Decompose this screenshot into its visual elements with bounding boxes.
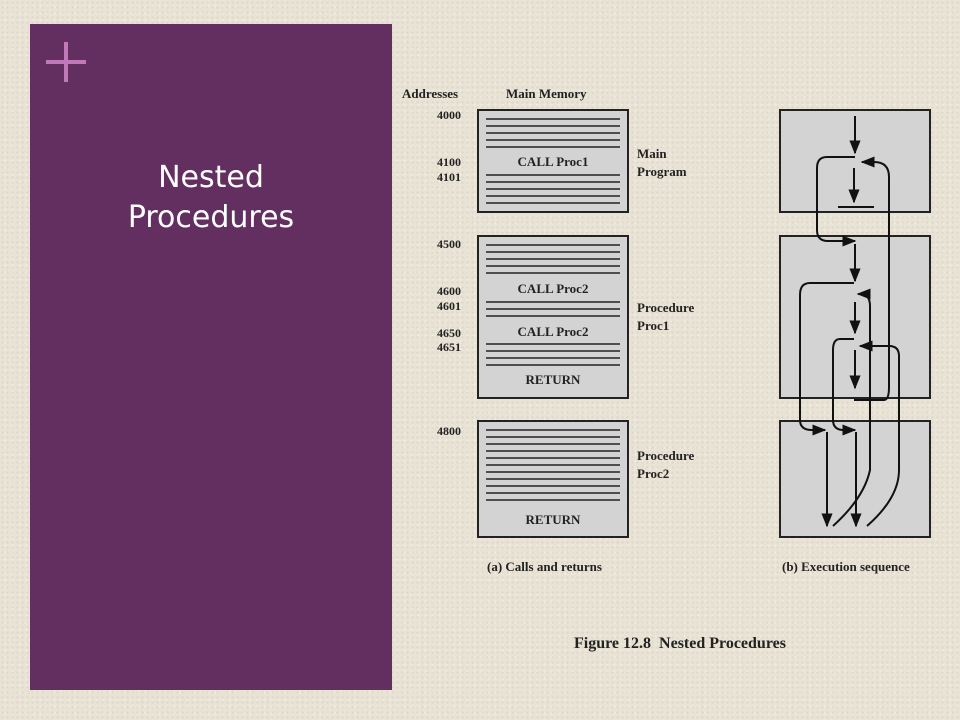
- return-instruction-proc1: RETURN: [526, 372, 582, 387]
- subcaption-a: (a) Calls and returns: [487, 559, 602, 574]
- address-4600: 4600: [437, 284, 461, 298]
- address-4650: 4650: [437, 326, 461, 340]
- figure-canvas: Addresses Main Memory 4000 4100 4101 450…: [402, 86, 931, 652]
- arrow-return-main: [854, 156, 890, 401]
- nested-procedures-figure: Addresses Main Memory 4000 4100 4101 450…: [392, 0, 960, 720]
- block-labels: Main Program Procedure Proc1 Procedure P…: [637, 146, 695, 481]
- address-4500: 4500: [437, 237, 461, 251]
- main-label-line1: Main: [637, 146, 667, 161]
- proc2-label-line2: Proc2: [637, 466, 669, 481]
- slide-title-line1: Nested: [158, 160, 264, 195]
- arrow-call-proc1: [816, 156, 857, 247]
- main-program-block: CALL Proc1: [477, 109, 629, 213]
- call-proc1-instruction: CALL Proc1: [518, 154, 589, 169]
- main-label-line2: Program: [637, 164, 687, 179]
- slide-title-line2: Procedures: [127, 200, 295, 235]
- arrow-return-proc1-2: [858, 340, 900, 527]
- proc2-label-line1: Procedure: [637, 448, 695, 463]
- address-4100: 4100: [437, 155, 461, 169]
- execution-sequence: [779, 109, 931, 538]
- proc2-block: RETURN: [477, 420, 629, 538]
- arrow-call-proc2-1: [799, 282, 854, 436]
- address-4651: 4651: [437, 340, 461, 354]
- address-4000: 4000: [437, 108, 461, 122]
- subcaption-b: (b) Execution sequence: [782, 559, 910, 574]
- call-proc2-instruction-2: CALL Proc2: [518, 324, 589, 339]
- return-instruction-proc2: RETURN: [526, 512, 582, 527]
- plus-icon: [44, 40, 88, 84]
- execution-arrows: [799, 116, 900, 528]
- arrow-return-proc1-1: [832, 288, 871, 527]
- addresses-header: Addresses: [402, 86, 458, 101]
- address-4101: 4101: [437, 170, 461, 184]
- proc1-label-line1: Procedure: [637, 300, 695, 315]
- arrow-call-proc2-2: [832, 338, 857, 436]
- proc1-label-line2: Proc1: [637, 318, 669, 333]
- address-4601: 4601: [437, 299, 461, 313]
- title-panel: [30, 24, 392, 690]
- figure-caption: Figure 12.8 Nested Procedures: [574, 635, 786, 652]
- proc1-block: CALL Proc2 CALL Proc2 RETURN: [477, 235, 629, 399]
- address-4800: 4800: [437, 424, 461, 438]
- main-memory-header: Main Memory: [506, 86, 587, 101]
- address-column: 4000 4100 4101 4500 4600 4601 4650 4651 …: [437, 108, 461, 438]
- slide-title: Nested Procedures: [30, 158, 392, 238]
- call-proc2-instruction-1: CALL Proc2: [518, 281, 589, 296]
